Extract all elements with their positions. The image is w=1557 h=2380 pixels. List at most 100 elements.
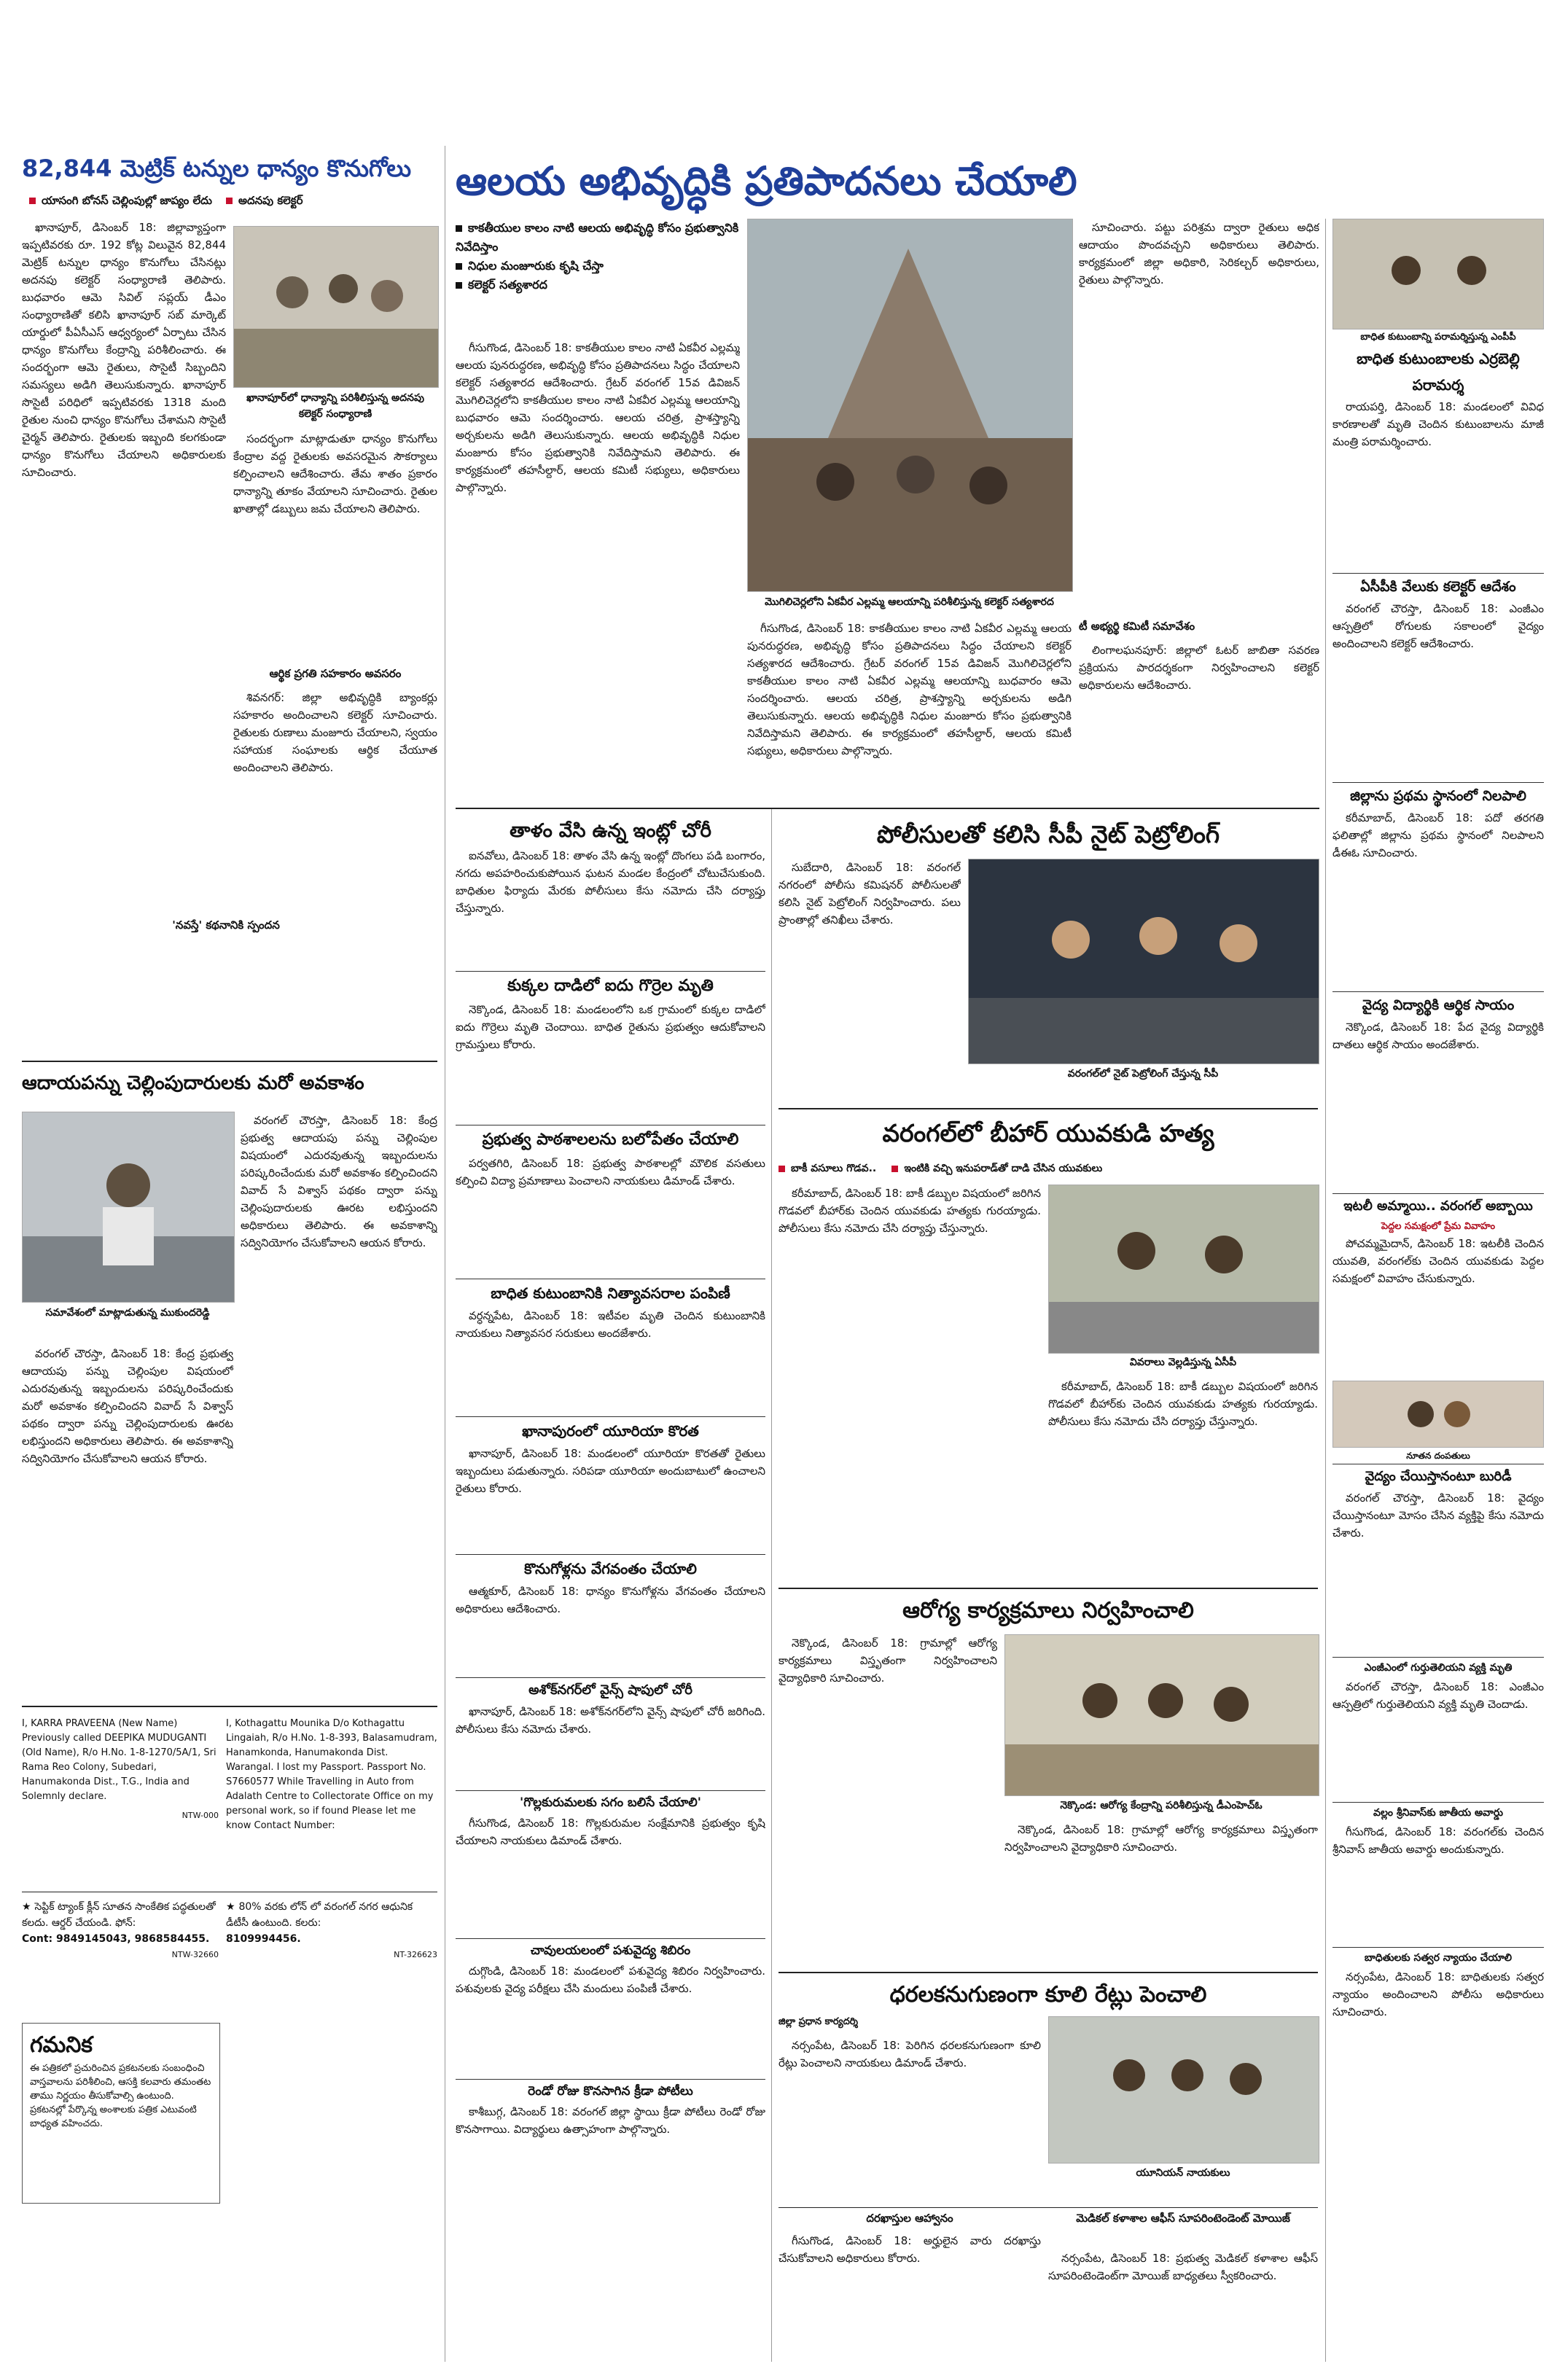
award-paragraph: గీసుగొండ, డిసెంబర్ 18: వరంగల్‌కు చెందిన …	[1332, 1825, 1544, 1856]
story-dog-body: నెక్కొండ, డిసెంబర్ 18: మండలంలోని ఒక గ్రా…	[456, 1001, 765, 1125]
classified-loan-text: 80% వరకు లోన్ లో వరంగల్ నగర ఆధునిక డీటీస…	[226, 1901, 413, 1929]
story-urea-paragraph: ఖానాపూర్, డిసెంబర్ 18: మండలంలో యూరియా కొ…	[456, 1447, 765, 1495]
column-divider	[1325, 219, 1326, 2362]
patrol-photo-caption: వరంగల్‌లో నైట్ పెట్రోలింగ్ చేస్తున్న సీప…	[1067, 1068, 1219, 1080]
main-body: గీసుగొండ, డిసెంబర్ 18: కాకతీయుల కాలం నాట…	[456, 339, 740, 805]
temple-side-paragraph-2: లింగాలఘనపూర్: జిల్లాలో ఓటర్ జాబితా సవరణ …	[1079, 644, 1319, 692]
health-paragraph: నెక్కొండ, డిసెంబర్ 18: గ్రామాల్లో ఆరోగ్య…	[778, 1636, 997, 1685]
story-golla-headline: 'గొల్లకురుమలకు సగం బలిసే చేయాలి'	[456, 1790, 765, 1814]
murder-body-2: కరీమాబాద్, డిసెంబర్ 18: బాకీ డబ్బుల విషయ…	[1048, 1378, 1318, 1582]
divider	[456, 808, 1319, 809]
col1-subhead: 'నవస్తే' కథనానికి స్పందన	[172, 918, 280, 932]
couple-photo-caption: నూతన దంపతులు	[1406, 1451, 1470, 1461]
name-change-text: I, KARRA PRAVEENA (New Name) Previously …	[22, 1718, 216, 1802]
rice-procurement-photo	[233, 226, 439, 388]
story-essentials-body: వర్ధన్నపేట, డిసెంబర్ 18: ఇటీవల మృతి చెంద…	[456, 1307, 765, 1416]
story-school-body: పర్వతగిరి, డిసెంబర్ 18: ప్రభుత్వ పాఠశాలల…	[456, 1155, 765, 1279]
award-headline: వల్లం శ్రీనివాస్‌కు జాతీయ అవార్డు	[1332, 1802, 1544, 1823]
temple-continued-paragraph: గీసుగొండ, డిసెంబర్ 18: కాకతీయుల కాలం నాట…	[747, 622, 1072, 757]
divider	[778, 2207, 1318, 2208]
fraud-headline: వైద్యం చేయిస్తానంటూ బురిడీ	[1332, 1464, 1544, 1489]
mgm-headline: ఎంజీఎంలో గుర్తుతెలియని వ్యక్తి మృతి	[1332, 1657, 1544, 1678]
col1b-body: వరంగల్ చౌరస్తా, డిసెంబర్ 18: కేంద్ర ప్రభ…	[241, 1112, 437, 1622]
medical-aid-paragraph: నెక్కొండ, డిసెంబర్ 18: పేద వైద్య విద్యార…	[1332, 1021, 1544, 1051]
col2-paragraph-2: శివనగర్: జిల్లా అభివృద్ధికి బ్యాంకర్లు స…	[233, 691, 437, 774]
classified-loan: ★ 80% వరకు లోన్ లో వరంగల్ నగర ఆధునిక డీట…	[226, 1899, 437, 2016]
health-paragraph-2: నెక్కొండ, డిసెంబర్ 18: గ్రామాల్లో ఆరోగ్య…	[1004, 1823, 1318, 1854]
name-change-ad: I, KARRA PRAVEENA (New Name) Previously …	[22, 1717, 219, 1884]
story-urea-headline: ఖానాపురంలో యూరియా కొరత	[456, 1416, 765, 1445]
col2-subhead: ఆర్థిక ప్రగతి సహకారం అవసరం	[269, 667, 402, 680]
couple-photo	[1332, 1381, 1544, 1448]
story-theft-headline: తాళం వేసి ఉన్న ఇంట్లో చోరీ	[510, 820, 711, 842]
main-paragraph: గీసుగొండ, డిసెంబర్ 18: కాకతీయుల కాలం నాట…	[456, 341, 740, 494]
fraud-paragraph: వరంగల్ చౌరస్తా, డిసెంబర్ 18: వైద్యం చేయి…	[1332, 1491, 1544, 1540]
italy-body: పోచమ్మమైదాన్, డిసెంబర్ 18: ఇటలీకి చెందిన…	[1332, 1235, 1544, 1381]
disclaimer-notice: గమనిక ఈ పత్రికలో ప్రచురించిన ప్రకటనలకు స…	[22, 2023, 220, 2204]
temple-side-paragraph: సూచించారు. పట్టు పరిశ్రమ ద్వారా రైతులు అ…	[1079, 221, 1319, 286]
medical-aid-body: నెక్కొండ, డిసెంబర్ 18: పేద వైద్య విద్యార…	[1332, 1018, 1544, 1193]
story-dog-paragraph: నెక్కొండ, డిసెంబర్ 18: మండలంలోని ఒక గ్రా…	[456, 1003, 765, 1051]
italy-headline: ఇటలీ అమ్మాయి.. వరంగల్ అబ్బాయి	[1332, 1193, 1544, 1219]
col2-paragraph-1: సందర్భంగా మాట్లాడుతూ ధాన్యం కొనుగోలు కేం…	[233, 432, 437, 515]
story-vet-headline: చావులయలంలో పశువైద్య శిబిరం	[456, 1938, 765, 1962]
col1-headline: ఆదాయపన్ను చెల్లింపుదారులకు మరో అవకాశం	[22, 1072, 364, 1094]
patrol-headline: పోలీసులతో కలిసి సీపీ నైట్ పెట్రోలింగ్	[876, 820, 1220, 848]
murder-paragraph-2: కరీమాబాద్, డిసెంబర్ 18: బాకీ డబ్బుల విషయ…	[1048, 1380, 1318, 1428]
story-sports-paragraph: కాశీబుగ్గ, డిసెంబర్ 18: వరంగల్ జిల్లా స్…	[456, 2105, 765, 2136]
disclaimer-body: ఈ పత్రికలో ప్రచురించిన ప్రకటనలకు సంబంధిం…	[30, 2063, 211, 2129]
first-place-headline: జిల్లాను ప్రథమ స్థానంలో నిలపాలి	[1332, 782, 1544, 809]
meeting-photo-caption: సమావేశంలో మాట్లాడుతున్న ముకుందరెడ్డి	[45, 1307, 210, 1319]
applications-paragraph: గీసుగొండ, డిసెంబర్ 18: అర్హులైన వారు దరఖ…	[778, 2234, 1041, 2265]
medical-body: నర్సంపేట, డిసెంబర్ 18: ప్రభుత్వ మెడికల్ …	[1048, 2250, 1318, 2356]
murder-bullet-1: బాకీ వసూలు గొడవ..	[791, 1163, 877, 1174]
medical-paragraph: నర్సంపేట, డిసెంబర్ 18: ప్రభుత్వ మెడికల్ …	[1048, 2252, 1318, 2282]
temple-side-body: సూచించారు. పట్టు పరిశ్రమ ద్వారా రైతులు అ…	[1079, 219, 1319, 590]
meeting-photo	[22, 1112, 235, 1303]
main-bullets: కాకతీయుల కాలం నాటి ఆలయ అభివృద్ధి కోసం ప్…	[456, 219, 740, 335]
divider	[778, 1972, 1318, 1973]
award-body: గీసుగొండ, డిసెంబర్ 18: వరంగల్‌కు చెందిన …	[1332, 1823, 1544, 1947]
temple-photo	[747, 219, 1073, 592]
top-left-bullet-2: అదనపు కలెక్టర్	[238, 194, 303, 207]
health-photo	[1004, 1634, 1319, 1796]
acp-photo-caption: వివరాలు వెల్లడిస్తున్న ఏసీపీ	[1129, 1357, 1237, 1368]
health-body-2: నెక్కొండ, డిసెంబర్ 18: గ్రామాల్లో ఆరోగ్య…	[1004, 1821, 1318, 1967]
medical-aid-headline: వైద్య విద్యార్థికి ఆర్థిక సాయం	[1332, 991, 1544, 1018]
main-bullet-2: నిధుల మంజూరుకు కృషి చేస్తా	[456, 257, 740, 276]
temple-side-subhead: టీ అభ్యర్థి కమిటీ సమావేశం	[1079, 620, 1195, 633]
justice-headline: బాధితులకు సత్వర న్యాయం చేయాలి	[1332, 1947, 1544, 1968]
classified-loan-phone: 8109994456.	[226, 1933, 301, 1945]
name-change-code: NTW-000	[182, 1811, 219, 1820]
italy-subhead: పెద్దల సమక్షంలో ప్రేమ వివాహం	[1381, 1221, 1496, 1232]
mgm-paragraph: వరంగల్ చౌరస్తా, డిసెంబర్ 18: ఎంజీఎం ఆస్ప…	[1332, 1680, 1544, 1711]
justice-paragraph: నర్సంపేట, డిసెంబర్ 18: బాధితులకు సత్వర న…	[1332, 1970, 1544, 2018]
story-theft-body: ఐనవోలు, డిసెంబర్ 18: తాళం వేసి ఉన్న ఇంట్…	[456, 847, 765, 971]
classified-loan-code: NT-326623	[394, 1950, 437, 1959]
divider	[778, 1588, 1318, 1589]
wages-photo	[1048, 2016, 1319, 2164]
errabelli-headline: బాధిత కుటుంబాలకు ఎర్రబెల్లి పరామర్శ	[1357, 350, 1520, 394]
col5-stories: బాధిత కుటుంబాన్ని పరామర్శిస్తున్న ఎంపీపీ…	[1332, 219, 1544, 2362]
main-bullet-3-text: కలెక్టర్ సత్యశారద	[468, 278, 547, 292]
patrol-body: సుబేదారి, డిసెంబర్ 18: వరంగల్ నగరంలో పోల…	[778, 859, 961, 1107]
collector-order-paragraph: వరంగల్ చౌరస్తా, డిసెంబర్ 18: ఎంజీఎం ఆస్ప…	[1332, 602, 1544, 650]
temple-continued-body: గీసుగొండ, డిసెంబర్ 18: కాకతీయుల కాలం నాట…	[747, 620, 1072, 802]
story-wines-paragraph: ఖానాపూర్, డిసెంబర్ 18: అశోక్‌నగర్‌లోని వ…	[456, 1705, 765, 1736]
murder-bullet-2: ఇంటికి వచ్చి ఇనుపరాడ్‌తో దాడి చేసిన యువక…	[904, 1163, 1103, 1174]
story-school-paragraph: పర్వతగిరి, డిసెంబర్ 18: ప్రభుత్వ పాఠశాలల…	[456, 1157, 765, 1187]
story-essentials-headline: బాధిత కుటుంబానికి నిత్యావసరాల పంపిణీ	[456, 1279, 765, 1307]
italy-paragraph: పోచమ్మమైదాన్, డిసెంబర్ 18: ఇటలీకి చెందిన…	[1332, 1237, 1544, 1285]
errabelli-body: రాయపర్తి, డిసెంబర్ 18: మండలంలో వివిధ కార…	[1332, 398, 1544, 573]
applications-headline: దరఖాస్తుల ఆహ్వానం	[866, 2212, 953, 2225]
story-sports-headline: రెండో రోజు కొనసాగిన క్రీడా పోటీలు	[456, 2079, 765, 2103]
story-procurement-headline: కొనుగోళ్లను వేగవంతం చేయాలి	[456, 1554, 765, 1583]
mpp-photo-caption: బాధిత కుటుంబాన్ని పరామర్శిస్తున్న ఎంపీపీ	[1360, 332, 1516, 343]
story-theft-paragraph: ఐనవోలు, డిసెంబర్ 18: తాళం వేసి ఉన్న ఇంట్…	[456, 849, 765, 915]
fraud-body: వరంగల్ చౌరస్తా, డిసెంబర్ 18: వైద్యం చేయి…	[1332, 1489, 1544, 1657]
story-school-headline: ప్రభుత్వ పాఠశాలలను బలోపేతం చేయాలి	[456, 1125, 765, 1155]
murder-bullets: బాకీ వసూలు గొడవ.. ఇంటికి వచ్చి ఇనుపరాడ్‌…	[778, 1159, 1318, 1178]
lost-passport-ad: I, Kothagattu Mounika D/o Kothagattu Lin…	[226, 1717, 437, 1884]
main-bullet-1-text: కాకతీయుల కాలం నాటి ఆలయ అభివృద్ధి కోసం ప్…	[456, 221, 739, 254]
